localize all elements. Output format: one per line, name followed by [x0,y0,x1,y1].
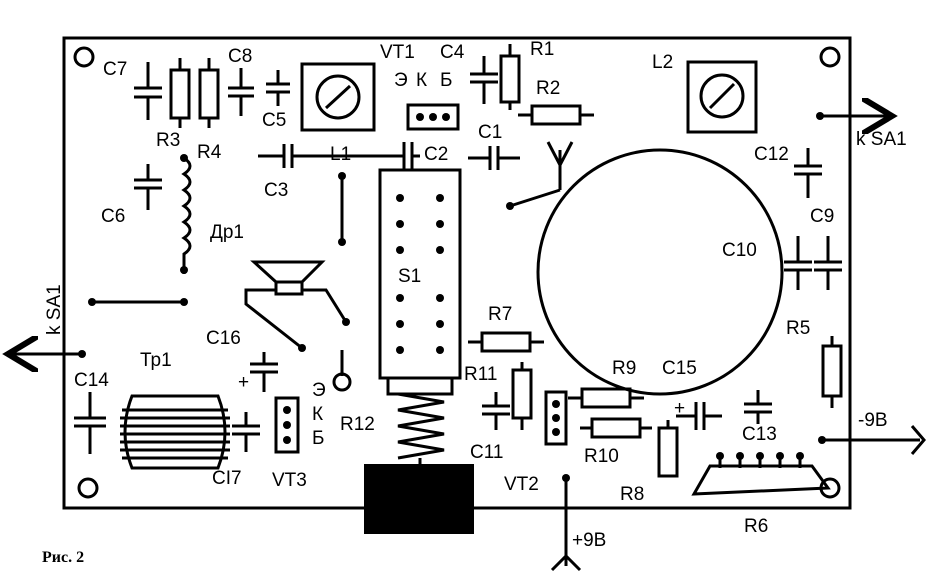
label-c8: C8 [228,46,252,67]
capacitor-c10 [784,236,812,290]
inductor-l2-trimmer [686,60,758,134]
mounting-hole [819,46,841,68]
label-r1: R1 [530,39,554,60]
label-r3: R3 [156,130,180,151]
label-c12: C12 [754,144,789,165]
label-vt1-pin-k: К [416,70,427,91]
label-vt1: VT1 [380,42,415,63]
label-c7: C7 [103,59,127,80]
label-dr1: Др1 [210,222,244,243]
label-minus-9v: -9В [858,410,888,431]
label-r5: R5 [786,318,810,339]
label-c1: C1 [478,122,502,143]
label-c14: C14 [74,370,109,391]
label-c4: C4 [440,42,465,63]
label-vt1-pin-e: Э [394,70,408,91]
resistor-r10 [580,417,652,439]
label-c17: CI7 [212,468,242,489]
potentiometer-r6 [691,456,831,496]
label-vt3: VT3 [272,470,307,491]
label-r12: R12 [340,414,375,435]
resistor-r3 [169,58,191,128]
battery-connector-block [364,464,474,534]
capacitor-c6 [134,164,162,210]
tuning-dial-circle [536,148,784,396]
resistor-r5 [821,336,843,408]
capacitor-c9 [814,236,842,290]
label-plus-sign-c15: + [674,398,685,419]
label-c9: C9 [810,206,834,227]
label-c2: C2 [424,144,448,165]
capacitor-c16 [250,352,278,392]
label-r9: R9 [612,358,636,379]
transistor-vt2 [544,390,568,446]
label-vt3-pin-b: Б [312,428,324,449]
label-r10: R10 [584,446,619,467]
capacitor-c5 [266,70,290,106]
label-c3: C3 [264,180,288,201]
resistor-r11 [511,362,533,430]
resistor-r9 [568,387,644,409]
resistor-r4 [198,58,220,128]
label-r8: R8 [620,484,644,505]
capacitor-c8 [228,68,254,116]
capacitor-c1 [468,146,520,170]
speaker-symbol [244,260,348,350]
label-c11: C11 [470,442,503,463]
transistor-vt3 [274,396,300,454]
resistor-r2 [518,104,594,126]
label-vt1-pin-b: Б [440,70,452,91]
antenna-symbol [509,141,574,208]
label-l2: L2 [652,52,673,73]
switch-s1 [378,168,462,464]
capacitor-c7 [134,62,162,120]
label-l1: L1 [330,144,351,165]
transistor-vt1 [406,103,460,131]
figure-caption: Рис. 2 [42,549,84,566]
label-vt3-pin-e: Э [312,380,326,401]
mounting-hole [73,46,95,68]
label-vt3-pin-k: К [312,404,323,425]
label-tr1: Тр1 [140,350,172,371]
label-plus-sign-c16: + [238,372,249,393]
label-c10: C10 [722,240,757,261]
label-r11: R11 [464,364,497,385]
inductor-l1-trimmer [300,62,376,132]
label-r6: R6 [744,516,768,537]
label-c5: C5 [262,110,286,131]
mounting-hole [77,477,99,499]
label-plus-9v: +9В [572,530,606,551]
label-c15: C15 [662,358,697,379]
label-r2: R2 [536,78,560,99]
label-r7: R7 [488,304,512,325]
capacitor-c15 [676,402,722,430]
capacitor-c4 [470,56,498,104]
capacitor-c2 [392,142,420,170]
label-c13: C13 [742,424,777,445]
label-c6: C6 [101,206,125,227]
label-sa1-right: k SA1 [856,129,907,150]
capacitor-c13 [744,390,772,424]
transformer-tr1 [120,394,230,470]
capacitor-c17 [232,412,260,452]
label-s1: S1 [398,266,421,287]
capacitor-c11 [482,392,510,430]
resistor-r8 [657,420,679,478]
capacitor-c14 [74,392,106,454]
resistor-r7 [468,331,544,353]
label-c16: C16 [206,328,241,349]
choke-dr1 [181,156,192,274]
label-vt2: VT2 [504,474,539,495]
resistor-r1 [499,44,521,110]
capacitor-c3 [258,144,318,168]
capacitor-c12 [794,148,822,198]
label-sa1-left: k SA1 [44,284,65,335]
label-r4: R4 [197,142,222,163]
